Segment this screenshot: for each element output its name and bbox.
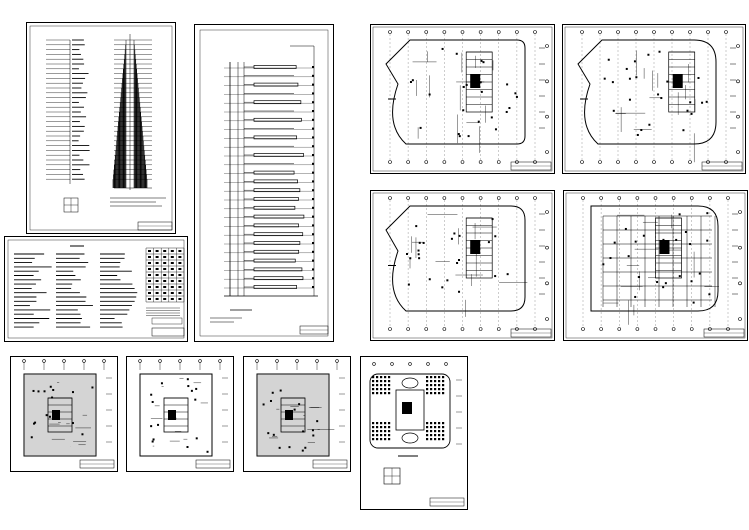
tower-plan-b-drawing: [126, 356, 234, 472]
power-riser-drawing: [194, 24, 334, 342]
notes-legend-drawing: [4, 236, 188, 342]
roof-plan-sheet: [360, 356, 468, 510]
floor-plan-2f-drawing: [563, 190, 748, 341]
tower-plan-b-sheet: [126, 356, 234, 472]
tower-plan-a-drawing: [10, 356, 118, 472]
floor-plan-b2-drawing: [562, 24, 746, 174]
tower-plan-a-sheet: [10, 356, 118, 472]
tower-plan-c-drawing: [243, 356, 351, 472]
floor-plan-2f-sheet: [563, 190, 748, 341]
floor-plan-1f-sheet: [370, 190, 555, 341]
floor-plan-b1-drawing: [370, 24, 555, 174]
floor-plan-1f-drawing: [370, 190, 555, 341]
tower-plan-c-sheet: [243, 356, 351, 472]
riser-system-diagram-sheet: [26, 22, 176, 234]
roof-plan-drawing: [360, 356, 468, 510]
floor-plan-b1-sheet: [370, 24, 555, 174]
riser-system-drawing: [26, 22, 176, 234]
floor-plan-b2-sheet: [562, 24, 746, 174]
power-riser-diagram-sheet: [194, 24, 334, 342]
design-notes-legend-sheet: [4, 236, 188, 342]
